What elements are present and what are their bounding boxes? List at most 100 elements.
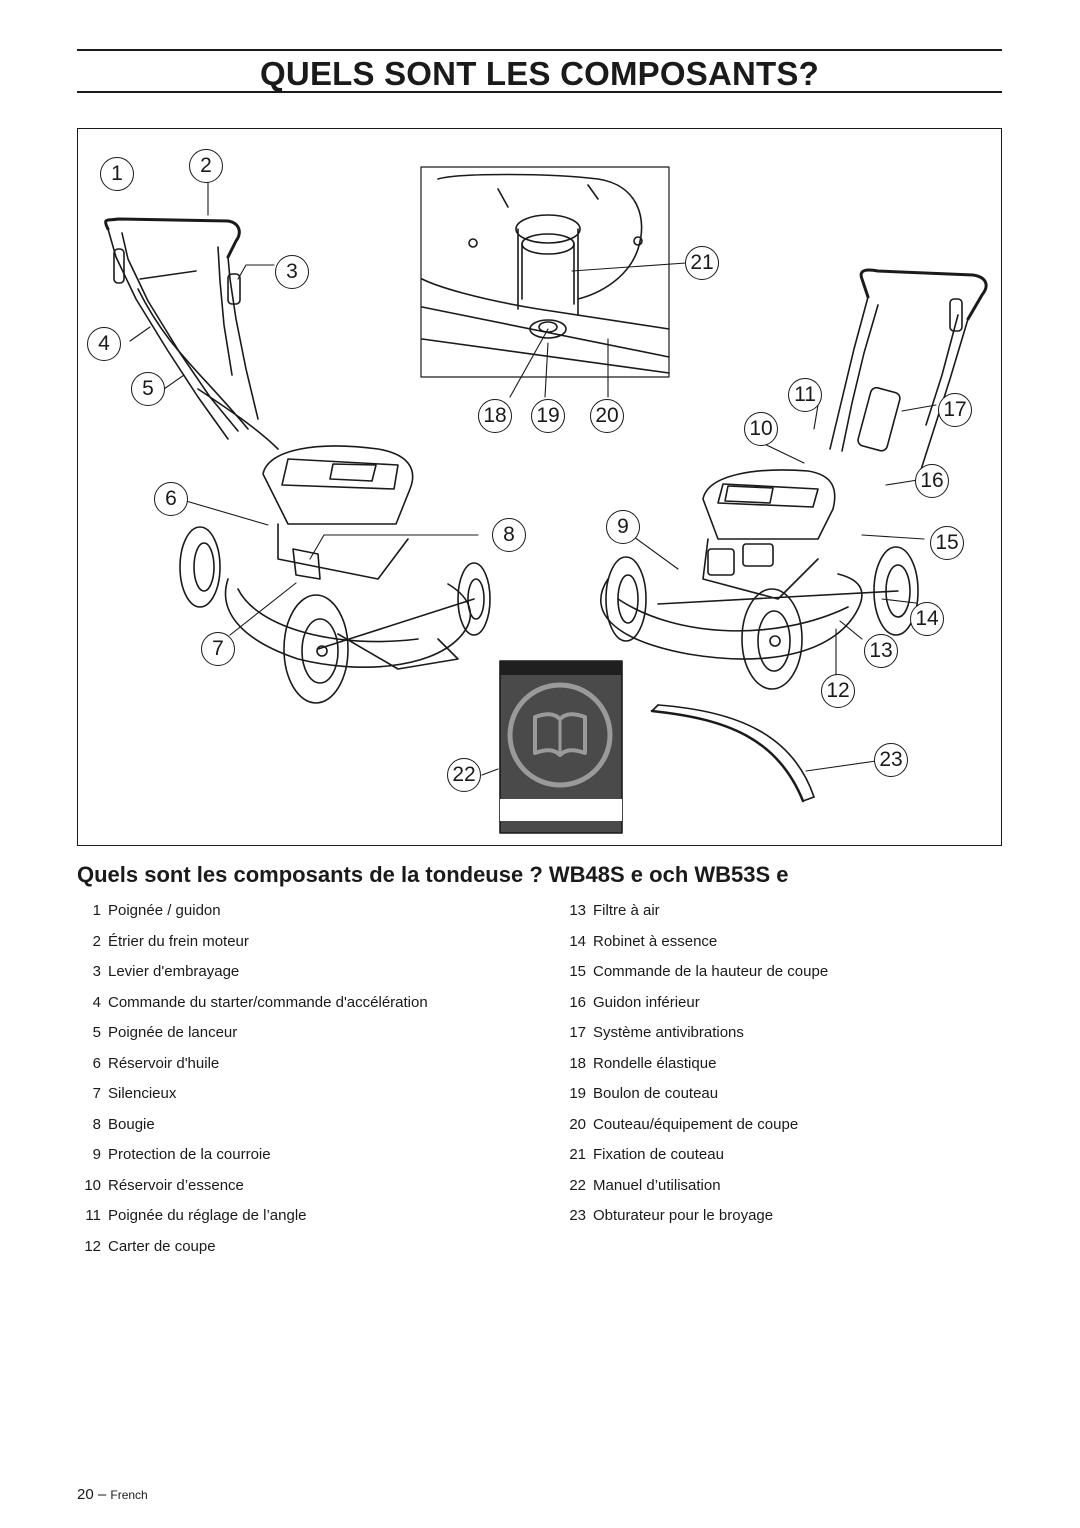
callout-23: 23 [874,743,908,777]
callout-16: 16 [915,464,949,498]
legend-label: Réservoir d’essence [108,1176,244,1194]
legend-item: 8 Bougie [77,1115,155,1147]
legend-item: 22 Manuel d’utilisation [562,1176,720,1208]
callout-14: 14 [910,602,944,636]
callout-15: 15 [930,526,964,560]
callout-22: 22 [447,758,481,792]
footer-language: French [110,1488,148,1502]
legend-label: Rondelle élastique [593,1054,717,1072]
legend-label: Poignée / guidon [108,902,221,919]
blade-closeup-drawing [420,166,670,378]
legend-item: 3 Levier d'embrayage [77,963,240,994]
legend-number: 3 [92,963,101,980]
legend-number: 17 [569,1024,586,1041]
callout-19: 19 [531,399,565,433]
callout-17: 17 [938,393,972,427]
left-mower-drawing [104,217,491,704]
callout-12: 12 [821,674,855,708]
callout-9: 9 [606,510,640,544]
callout-3: 3 [275,255,309,289]
callout-13: 13 [864,634,898,668]
section-heading: Quels sont les composants de la tondeuse… [77,862,789,887]
legend-number: 5 [92,1024,101,1041]
legend-number: 1 [92,902,101,919]
legend-label: Bougie [108,1115,155,1133]
page-footer: 20 – French [77,1486,148,1503]
mulching-plug-drawing [650,704,815,803]
legend-label: Système antivibrations [593,1024,744,1041]
legend-number: 21 [569,1146,586,1163]
legend-number: 23 [569,1207,586,1224]
legend-number: 8 [92,1115,101,1133]
legend-label: Robinet à essence [593,932,718,950]
legend-label: Poignée de lanceur [108,1024,238,1041]
legend-item: 5 Poignée de lanceur [77,1024,238,1055]
legend-number: 12 [84,1237,101,1255]
legend-number: 18 [569,1054,586,1072]
callout-8: 8 [492,518,526,552]
legend-number: 2 [92,932,101,950]
legend-item: 14 Robinet à essence [562,932,717,964]
legend-label: Silencieux [108,1085,177,1102]
callout-5: 5 [131,372,165,406]
page-title: QUELS SONT LES COMPOSANTS? [260,55,819,92]
legend-item: 18 Rondelle élastique [562,1054,716,1086]
legend-number: 9 [92,1146,101,1163]
legend-item: 12 Carter de coupe [77,1237,215,1269]
legend-label: Obturateur pour le broyage [593,1207,774,1224]
operator-manual-drawing [499,660,623,834]
right-mower-drawing [599,268,988,690]
callout-4: 4 [87,327,121,361]
legend-label: Manuel d’utilisation [593,1176,721,1194]
mower-illustration [104,166,988,834]
legend-label: Poignée du réglage de l’angle [108,1207,307,1224]
legend-label: Commande de la hauteur de coupe [593,963,829,980]
legend-number: 19 [569,1085,586,1102]
callout-7: 7 [201,632,235,666]
callout-10: 10 [744,412,778,446]
legend-number: 11 [85,1207,101,1224]
legend-label: Boulon de couteau [593,1085,719,1102]
legend-number: 16 [569,993,586,1011]
title-underline [77,91,1002,93]
page-number: 20 [77,1486,94,1503]
legend-item: 11 Poignée du réglage de l’angle [77,1207,306,1238]
legend-item: 21 Fixation de couteau [562,1146,724,1177]
legend-number: 7 [92,1085,101,1102]
callout-2: 2 [189,149,223,183]
legend-number: 4 [92,993,101,1011]
legend-number: 6 [92,1054,101,1072]
legend-number: 15 [569,963,586,980]
legend-item: 17 Système antivibrations [562,1024,744,1055]
legend-number: 14 [569,932,586,950]
legend-item: 19 Boulon de couteau [562,1085,718,1116]
legend-number: 22 [569,1176,586,1194]
callout-18: 18 [478,399,512,433]
callout-6: 6 [154,482,188,516]
footer-separator: – [97,1486,107,1503]
legend-label: Étrier du frein moteur [108,932,249,950]
legend-label: Fixation de couteau [593,1146,724,1163]
legend-item: 4 Commande du starter/commande d'accéléra… [77,993,428,1025]
legend-label: Couteau/équipement de coupe [593,1115,799,1133]
legend-label: Levier d'embrayage [108,963,240,980]
legend-label: Commande du starter/commande d'accélérat… [108,993,428,1011]
legend-label: Filtre à air [593,902,660,919]
top-rule [77,49,1002,51]
legend-left-column: 1 Poignée / guidon 2 Étrier du frein moteur… [77,902,428,1269]
legend-label: Carter de coupe [108,1237,216,1255]
legend-item: 7 Silencieux [77,1085,177,1116]
legend-item: 23 Obturateur pour le broyage [562,1207,773,1238]
legend-item: 1 Poignée / guidon [77,902,221,933]
callout-1: 1 [100,157,134,191]
callout-20: 20 [590,399,624,433]
callout-11: 11 [788,378,822,412]
callout-21: 21 [685,246,719,280]
